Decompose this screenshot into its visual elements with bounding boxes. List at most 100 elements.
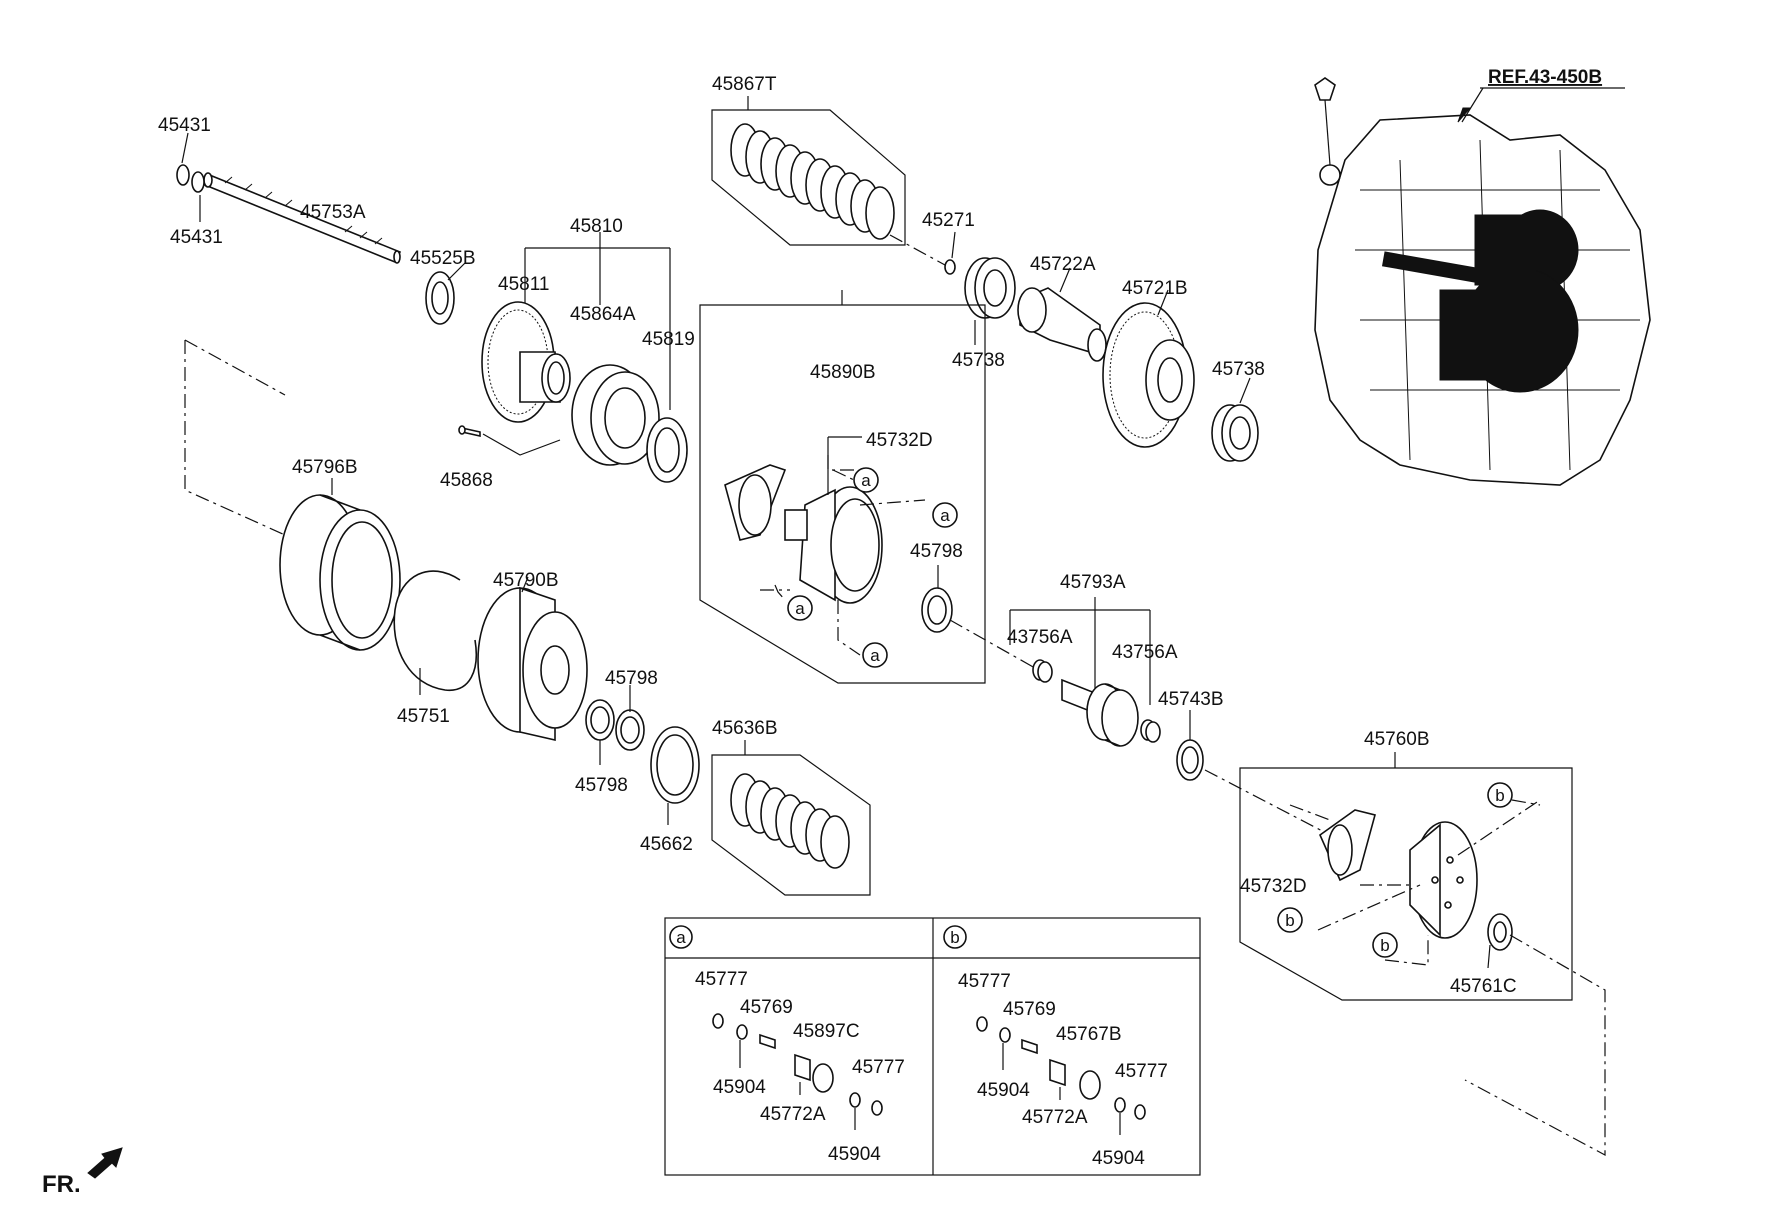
ref-label[interactable]: REF.43-450B [1488, 67, 1602, 88]
front-arrow-icon [87, 1147, 123, 1179]
output-shaft-45753A[interactable] [203, 172, 402, 264]
detail-b-tag: b [943, 925, 967, 949]
label-45662: 45662 [640, 834, 693, 855]
detail-a-label-45904-2: 45904 [828, 1144, 881, 1165]
bearing-45864A[interactable] [571, 364, 660, 466]
svg-text:a: a [861, 471, 871, 490]
label-45743B: 45743B [1158, 689, 1224, 710]
detail-a-label-45904-1: 45904 [713, 1077, 766, 1098]
callout-a3: a [787, 595, 813, 621]
detail-a-label-45769: 45769 [740, 997, 793, 1018]
label-45732D-top: 45732D [866, 430, 933, 451]
bearing-45738-right[interactable] [1211, 404, 1259, 462]
differential-45890B[interactable] [724, 464, 883, 604]
svg-text:b: b [1285, 911, 1294, 930]
label-45525B: 45525B [410, 248, 476, 269]
bearing-43756A-right[interactable] [1140, 719, 1161, 743]
transmission-assembly-ref[interactable] [1314, 77, 1651, 486]
label-45811: 45811 [498, 274, 549, 295]
label-45761C: 45761C [1450, 976, 1517, 997]
label-45810: 45810 [570, 216, 623, 237]
label-45798-lower: 45798 [575, 775, 628, 796]
label-45867T: 45867T [712, 74, 777, 95]
bearing-45738-left[interactable] [964, 257, 1016, 319]
detail-a-label-45777-2: 45777 [852, 1057, 905, 1078]
clutch-pack-45867T[interactable] [730, 123, 895, 240]
clutch-pack-45636B[interactable] [730, 773, 850, 869]
detail-b-label-45777-1: 45777 [958, 971, 1011, 992]
label-45271: 45271 [922, 210, 975, 231]
svg-text:b: b [950, 928, 959, 947]
clutch-hub-45790B[interactable] [477, 586, 588, 742]
label-45636B: 45636B [712, 718, 778, 739]
label-45798-mid: 45798 [910, 541, 963, 562]
label-45760B: 45760B [1364, 729, 1430, 750]
snap-ring-45431[interactable] [176, 164, 205, 193]
svg-text:b: b [1380, 936, 1389, 955]
label-45796B: 45796B [292, 457, 358, 478]
label-43756A-right: 43756A [1112, 642, 1178, 663]
detail-b-parts [976, 1016, 1146, 1120]
bearing-race-45819[interactable] [646, 417, 688, 483]
pinion-shaft-45793A[interactable] [1061, 678, 1139, 747]
detail-b-label-45904-2: 45904 [1092, 1148, 1145, 1169]
ring-gear-45721B[interactable] [1102, 302, 1195, 448]
washer-45271[interactable] [944, 259, 956, 275]
svg-text:a: a [940, 506, 950, 525]
washer-45743B[interactable] [1176, 739, 1204, 781]
detail-a-label-45777-1: 45777 [695, 969, 748, 990]
svg-text:a: a [676, 928, 686, 947]
label-45819: 45819 [642, 329, 695, 350]
drum-45796B[interactable] [279, 494, 401, 651]
label-45753A: 45753A [300, 202, 366, 223]
callout-a1: a [853, 467, 879, 493]
label-45890B: 45890B [810, 362, 876, 383]
detail-table [664, 917, 1201, 1176]
detail-b-label-45772A: 45772A [1022, 1107, 1088, 1128]
label-45431-top: 45431 [158, 115, 211, 136]
label-45751: 45751 [397, 706, 450, 727]
gear-45811[interactable] [481, 301, 571, 423]
washer-45798-upper[interactable] [615, 709, 645, 751]
bearing-43756A-left[interactable] [1032, 659, 1053, 683]
front-label: FR. [42, 1171, 81, 1198]
washer-45798-lower[interactable] [585, 699, 615, 741]
thrust-washer-45525B[interactable] [425, 271, 455, 325]
detail-b-label-45769: 45769 [1003, 999, 1056, 1020]
ring-45662[interactable] [650, 726, 700, 804]
gear-carrier-45760B[interactable] [1319, 809, 1478, 939]
washer-45761C[interactable] [1487, 913, 1513, 951]
snap-ring-45751[interactable] [393, 570, 477, 691]
callout-b2: b [1277, 907, 1303, 933]
label-45738-left: 45738 [952, 350, 1005, 371]
label-45738-right: 45738 [1212, 359, 1265, 380]
label-45790B: 45790B [493, 570, 559, 591]
bolt-45868[interactable] [458, 425, 481, 437]
label-45798-upper: 45798 [605, 668, 658, 689]
detail-a-tag: a [669, 925, 693, 949]
label-45722A: 45722A [1030, 254, 1096, 275]
svg-text:b: b [1495, 786, 1504, 805]
callout-a2: a [932, 502, 958, 528]
label-45732D-bottom: 45732D [1240, 876, 1307, 897]
detail-b-label-45777-2: 45777 [1115, 1061, 1168, 1082]
label-45868: 45868 [440, 470, 493, 491]
detail-b-label-45767B: 45767B [1056, 1024, 1122, 1045]
detail-a-label-45897C: 45897C [793, 1021, 860, 1042]
callout-a4: a [862, 642, 888, 668]
pinion-gear-45722A[interactable] [1017, 287, 1107, 362]
label-43756A-left: 43756A [1007, 627, 1073, 648]
callout-b1: b [1487, 782, 1513, 808]
callout-b3: b [1372, 932, 1398, 958]
label-45793A: 45793A [1060, 572, 1126, 593]
svg-text:a: a [870, 646, 880, 665]
detail-b-label-45904-1: 45904 [977, 1080, 1030, 1101]
label-45431-bottom: 45431 [170, 227, 223, 248]
washer-45798-mid[interactable] [921, 587, 953, 633]
label-45864A: 45864A [570, 304, 636, 325]
label-45721B: 45721B [1122, 278, 1188, 299]
svg-text:a: a [795, 599, 805, 618]
detail-a-label-45772A: 45772A [760, 1104, 826, 1125]
detail-a-parts [712, 1013, 883, 1116]
